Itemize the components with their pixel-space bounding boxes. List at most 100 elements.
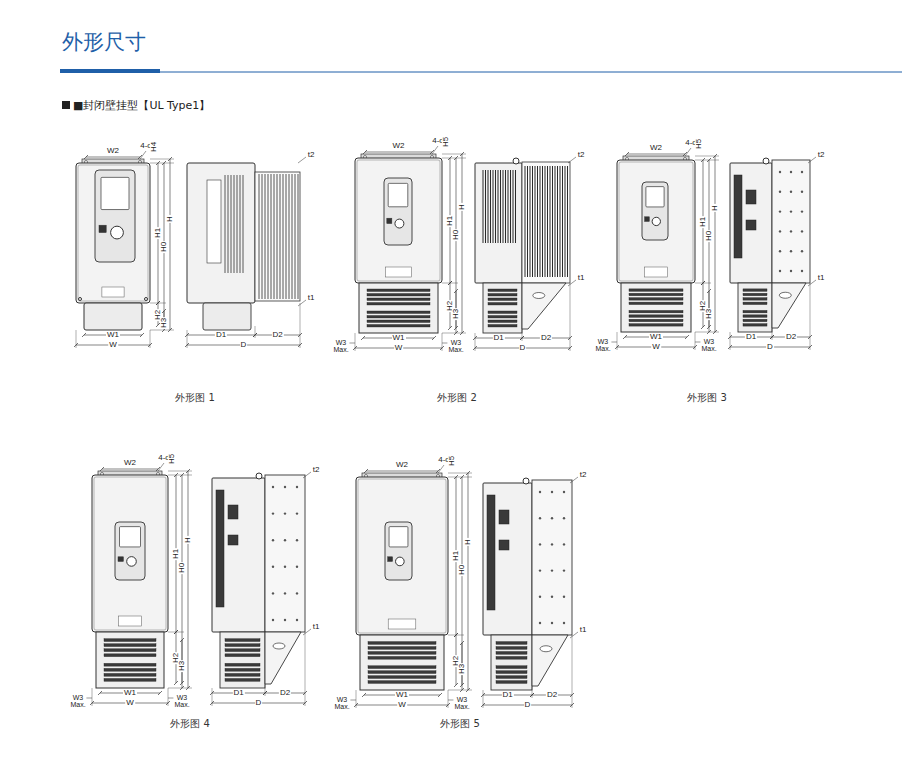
line: [560, 166, 561, 277]
line: [298, 333, 302, 337]
dimension-label: D: [766, 343, 774, 351]
line: [460, 641, 464, 645]
line: [570, 477, 578, 483]
dimension-label: H3: [452, 308, 460, 320]
line: [442, 158, 466, 159]
line: [150, 163, 174, 164]
lift-eye: [256, 473, 262, 479]
line: [234, 175, 235, 273]
line: [148, 343, 152, 347]
vent-slot: [496, 681, 527, 684]
front-bezel: [94, 477, 166, 630]
line: [808, 345, 812, 349]
dimension-label: t2: [307, 151, 316, 159]
dimension-label: W1: [123, 689, 137, 697]
dimension-label: t1: [312, 623, 321, 631]
side-detail: [207, 180, 221, 263]
line: [623, 335, 627, 339]
line: [303, 691, 307, 695]
dimension-label: H1: [172, 547, 180, 559]
vent-slot: [496, 676, 527, 679]
line: [298, 174, 299, 299]
line: [255, 326, 256, 338]
line: [693, 345, 697, 349]
line: [86, 157, 140, 158]
line: [503, 170, 504, 243]
line: [466, 688, 470, 692]
figure-caption: 外形图 3: [686, 393, 728, 403]
line: [707, 289, 711, 293]
front-bezel: [358, 479, 446, 633]
line: [460, 475, 464, 479]
line: [237, 175, 238, 273]
key: [387, 218, 392, 223]
dimension-label: W1: [395, 691, 409, 699]
plate-hole: [272, 512, 274, 514]
line: [240, 175, 241, 273]
line: [555, 166, 556, 277]
inverter-figure: [336, 465, 578, 708]
line: [286, 174, 287, 299]
line: [515, 170, 516, 243]
line: [481, 693, 485, 697]
line: [174, 681, 178, 685]
side-body: [475, 163, 522, 283]
line: [432, 336, 436, 340]
display-screen: [388, 183, 408, 206]
line: [265, 174, 266, 299]
plate-hole: [801, 171, 803, 173]
line: [225, 175, 226, 273]
bracket: [265, 632, 301, 684]
vent-slot: [104, 678, 156, 681]
plate-hole: [272, 619, 274, 621]
plate-hole: [296, 539, 298, 541]
vent-slot: [488, 325, 517, 327]
plate-hole: [551, 491, 553, 493]
dimension-label: D1: [501, 691, 513, 699]
vent-slot: [743, 315, 767, 317]
line: [532, 686, 533, 698]
dimension-label: D1: [745, 333, 757, 341]
line: [570, 703, 574, 707]
line: [303, 629, 311, 635]
vent-slot: [368, 652, 436, 655]
line: [274, 174, 275, 299]
line: [685, 148, 691, 156]
plate-hole: [272, 486, 274, 488]
figure-caption: 外形图 5: [439, 719, 481, 729]
vent-slot: [225, 639, 260, 642]
plate-hole: [539, 596, 541, 598]
lower-cover: [96, 632, 164, 688]
dimension-label: H0: [178, 561, 186, 573]
line: [168, 157, 172, 161]
plate-hole: [539, 543, 541, 545]
line: [540, 166, 541, 277]
vent-slot: [225, 663, 260, 666]
line: [243, 175, 244, 273]
line: [498, 170, 499, 243]
line: [772, 328, 773, 340]
line: [513, 170, 514, 243]
vent-slot: [367, 316, 430, 318]
vent-slot: [496, 652, 527, 655]
line: [186, 686, 190, 690]
plate-hole: [801, 230, 803, 232]
dimension-label: D1: [492, 334, 504, 342]
line: [140, 333, 144, 337]
vent-slot: [496, 671, 527, 674]
line: [354, 703, 358, 707]
line: [713, 154, 717, 158]
dimension-label: t1: [577, 274, 586, 282]
front-body: [76, 163, 150, 303]
line: [532, 166, 533, 277]
line: [525, 166, 526, 277]
figure-caption: 外形图 1: [174, 393, 216, 403]
vent-slot: [225, 668, 260, 671]
vent-slot: [629, 319, 683, 321]
line: [365, 152, 432, 153]
line: [140, 151, 146, 159]
vent-slot: [629, 289, 683, 291]
line: [90, 701, 94, 705]
dimension-label: H1: [452, 550, 460, 562]
